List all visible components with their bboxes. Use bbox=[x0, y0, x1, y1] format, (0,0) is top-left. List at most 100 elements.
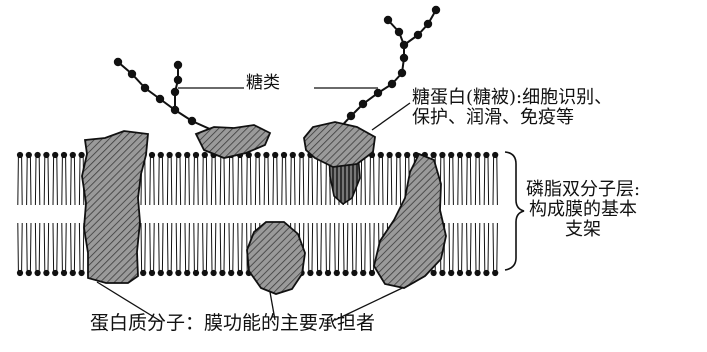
phospholipid-tail-lower bbox=[343, 223, 347, 271]
phospholipid-head-upper bbox=[457, 152, 463, 158]
phospholipid-head-upper bbox=[395, 152, 401, 158]
sugar-bead bbox=[374, 89, 382, 97]
phospholipid-head-lower bbox=[79, 270, 85, 276]
phospholipid-head-upper bbox=[149, 152, 155, 158]
phospholipid-tail-upper bbox=[282, 157, 286, 205]
bilayer-label-line3: 支架 bbox=[526, 220, 640, 240]
phospholipid-tail-upper bbox=[361, 157, 365, 205]
bilayer-label-line2: 构成膜的基本 bbox=[526, 200, 640, 220]
phospholipid-tail-lower bbox=[326, 223, 330, 271]
phospholipid-tail-upper bbox=[27, 157, 31, 205]
glycoprotein-label: 糖蛋白(糖被):细胞识别、 保护、润滑、免疫等 bbox=[412, 88, 612, 128]
phospholipid-head-upper bbox=[255, 152, 261, 158]
sugar-bead bbox=[414, 31, 422, 39]
phospholipid-tail-lower bbox=[203, 223, 207, 271]
phospholipid-tail-upper bbox=[229, 157, 233, 205]
phospholipid-tail-lower bbox=[220, 223, 224, 271]
phospholipid-tail-lower bbox=[361, 223, 365, 271]
phospholipid-tail-lower bbox=[352, 223, 356, 271]
phospholipid-head-upper bbox=[184, 152, 190, 158]
phospholipid-head-lower bbox=[175, 270, 181, 276]
phospholipid-head-upper bbox=[439, 152, 445, 158]
phospholipid-tail-upper bbox=[308, 157, 312, 205]
phospholipid-tail-upper bbox=[291, 157, 295, 205]
phospholipid-tail-lower bbox=[159, 223, 163, 271]
phospholipid-head-lower bbox=[193, 270, 199, 276]
phospholipid-head-lower bbox=[325, 270, 331, 276]
phospholipid-tail-upper bbox=[53, 157, 57, 205]
sugar-bead bbox=[347, 112, 355, 120]
phospholipid-tail-upper bbox=[150, 157, 154, 205]
phospholipid-head-lower bbox=[17, 270, 23, 276]
phospholipid-head-lower bbox=[61, 270, 67, 276]
sugar-bead bbox=[128, 70, 136, 78]
bilayer-label-line1: 磷脂双分子层: bbox=[526, 180, 640, 200]
phospholipid-head-lower bbox=[26, 270, 32, 276]
phospholipid-head-lower bbox=[149, 270, 155, 276]
phospholipid-head-lower bbox=[70, 270, 76, 276]
phospholipid-tail-upper bbox=[203, 157, 207, 205]
phospholipid-head-lower bbox=[448, 270, 454, 276]
phospholipid-head-upper bbox=[158, 152, 164, 158]
phospholipid-tail-upper bbox=[238, 157, 242, 205]
phospholipid-tail-upper bbox=[211, 157, 215, 205]
phospholipid-head-lower bbox=[431, 270, 437, 276]
phospholipid-head-lower bbox=[228, 270, 234, 276]
phospholipid-tail-lower bbox=[467, 223, 471, 271]
phospholipid-head-lower bbox=[334, 270, 340, 276]
phospholipid-head-lower bbox=[466, 270, 472, 276]
sugar-bead bbox=[398, 69, 406, 77]
sugar-bead bbox=[424, 20, 432, 28]
phospholipid-tail-lower bbox=[194, 223, 198, 271]
phospholipid-head-upper bbox=[378, 152, 384, 158]
phospholipid-head-lower bbox=[439, 270, 445, 276]
sugar-bead bbox=[400, 54, 408, 62]
phospholipid-tail-lower bbox=[35, 223, 39, 271]
sugar-bead bbox=[188, 117, 196, 125]
phospholipid-tail-upper bbox=[317, 157, 321, 205]
sugar-bead bbox=[174, 61, 182, 69]
sugar-bead bbox=[156, 95, 164, 103]
phospholipid-tail-upper bbox=[467, 157, 471, 205]
phospholipid-head-lower bbox=[140, 270, 146, 276]
phospholipid-tail-upper bbox=[18, 157, 22, 205]
phospholipid-tail-lower bbox=[475, 223, 479, 271]
phospholipid-tail-lower bbox=[335, 223, 339, 271]
phospholipid-tail-upper bbox=[458, 157, 462, 205]
phospholipid-head-lower bbox=[360, 270, 366, 276]
phospholipid-head-upper bbox=[175, 152, 181, 158]
sugar-bead bbox=[388, 80, 396, 88]
phospholipid-head-lower bbox=[211, 270, 217, 276]
phospholipid-head-lower bbox=[483, 270, 489, 276]
phospholipid-tail-upper bbox=[387, 157, 391, 205]
phospholipid-tail-upper bbox=[220, 157, 224, 205]
phospholipid-head-upper bbox=[475, 152, 481, 158]
phospholipid-tail-lower bbox=[27, 223, 31, 271]
phospholipid-head-upper bbox=[448, 152, 454, 158]
phospholipid-head-upper bbox=[290, 152, 296, 158]
sugar-bead bbox=[395, 28, 403, 36]
phospholipid-head-upper bbox=[193, 152, 199, 158]
phospholipid-tail-upper bbox=[255, 157, 259, 205]
phospholipid-head-upper bbox=[272, 152, 278, 158]
phospholipid-tail-upper bbox=[273, 157, 277, 205]
phospholipid-tail-lower bbox=[18, 223, 22, 271]
phospholipid-tail-lower bbox=[458, 223, 462, 271]
phospholipid-head-lower bbox=[316, 270, 322, 276]
phospholipid-head-upper bbox=[167, 152, 173, 158]
phospholipid-tail-upper bbox=[247, 157, 251, 205]
phospholipid-head-lower bbox=[237, 270, 243, 276]
sugar-bead bbox=[114, 58, 122, 66]
phospholipid-tail-upper bbox=[62, 157, 66, 205]
phospholipid-head-upper bbox=[387, 152, 393, 158]
embedded-protein-bottom bbox=[247, 222, 305, 294]
phospholipid-tail-lower bbox=[229, 223, 233, 271]
phospholipid-head-lower bbox=[457, 270, 463, 276]
sugar-bead bbox=[141, 84, 149, 92]
phospholipid-tail-upper bbox=[370, 157, 374, 205]
phospholipid-head-upper bbox=[466, 152, 472, 158]
phospholipid-head-upper bbox=[43, 152, 49, 158]
bilayer-bracket bbox=[505, 152, 524, 270]
phospholipid-head-upper bbox=[263, 152, 269, 158]
sugar-bead bbox=[400, 41, 408, 49]
